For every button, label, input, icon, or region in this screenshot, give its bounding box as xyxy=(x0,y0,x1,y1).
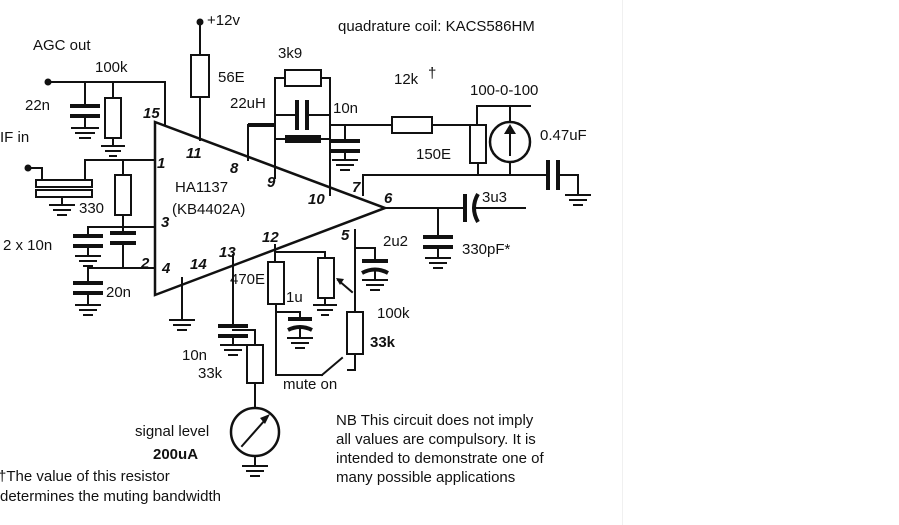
label-10n-top: 10n xyxy=(333,100,358,117)
resistor-3k9 xyxy=(284,69,322,87)
note-line-4: many possible applications xyxy=(336,469,515,486)
label-3u3: 3u3 xyxy=(482,189,507,206)
pin-2: 2 xyxy=(140,255,150,272)
label-150e: 150E xyxy=(416,146,451,163)
pot-100k xyxy=(317,257,335,299)
ic-name: HA1137 xyxy=(175,179,228,196)
label-33k-bottom: 33k xyxy=(198,365,223,382)
label-2u2: 2u2 xyxy=(383,233,408,250)
pin-15: 15 xyxy=(143,105,160,122)
coil-core xyxy=(285,135,321,143)
label-100k-pot: 100k xyxy=(377,305,410,322)
resistor-12k xyxy=(391,116,433,134)
pin-3: 3 xyxy=(161,214,170,231)
ic-triangle xyxy=(153,120,389,297)
label-330pf: 330pF* xyxy=(462,241,511,258)
pin-8: 8 xyxy=(230,160,239,177)
note-line-2: all values are compulsory. It is xyxy=(336,431,536,448)
pin-12: 12 xyxy=(262,229,279,246)
resistor-33k-bottom xyxy=(246,344,264,384)
label-10n-bottom: 10n xyxy=(182,347,207,364)
blank-margin xyxy=(622,0,899,525)
footnote-line-1: †The value of this resistor xyxy=(0,468,170,485)
pin-1: 1 xyxy=(157,155,165,172)
resistor-33k-right xyxy=(346,311,364,355)
pin-7: 7 xyxy=(352,179,361,196)
pin-11: 11 xyxy=(186,145,202,162)
note-line-3: intended to demonstrate one of xyxy=(336,450,544,467)
label-100k-agc: 100k xyxy=(95,59,128,76)
label-470e: 470E xyxy=(230,271,265,288)
label-33k-right: 33k xyxy=(370,334,396,351)
label-330: 330 xyxy=(79,200,104,217)
label-meter-100: 100-0-100 xyxy=(470,82,538,99)
supply-label: +12v xyxy=(207,12,240,29)
label-22n: 22n xyxy=(25,97,50,114)
label-agc-out: AGC out xyxy=(33,37,91,54)
label-22uh: 22uH xyxy=(230,95,266,112)
pin-6: 6 xyxy=(384,190,393,207)
label-047uf: 0.47uF xyxy=(540,127,587,144)
label-signal-level: signal level xyxy=(135,423,209,440)
label-2x10n: 2 x 10n xyxy=(3,237,52,254)
label-200ua: 200uA xyxy=(153,446,198,463)
ceramic-filter xyxy=(35,179,93,188)
resistor-100k-agc xyxy=(104,97,122,139)
label-mute-on: mute on xyxy=(283,376,337,393)
resistor-150e xyxy=(469,124,487,164)
pin-9: 9 xyxy=(267,174,276,191)
resistor-330 xyxy=(114,174,132,216)
label-3k9: 3k9 xyxy=(278,45,302,62)
label-1u: 1u xyxy=(286,289,303,306)
label-if-in: IF in xyxy=(0,129,29,146)
ic-alt-name: (KB4402A) xyxy=(172,201,245,218)
quadrature-coil-label: quadrature coil: KACS586HM xyxy=(338,18,535,35)
label-12k: 12k xyxy=(394,71,419,88)
pin-14: 14 xyxy=(190,256,207,273)
note-line-1: NB This circuit does not imply xyxy=(336,412,534,429)
resistor-56e xyxy=(190,54,210,98)
footnote-line-2: determines the muting bandwidth xyxy=(0,488,221,505)
pin-4: 4 xyxy=(161,260,171,277)
label-20n: 20n xyxy=(106,284,131,301)
pin-10: 10 xyxy=(308,191,325,208)
pin-5: 5 xyxy=(341,227,350,244)
resistor-470e xyxy=(267,261,285,305)
dagger-12k: † xyxy=(428,65,436,82)
label-56e: 56E xyxy=(218,69,245,86)
